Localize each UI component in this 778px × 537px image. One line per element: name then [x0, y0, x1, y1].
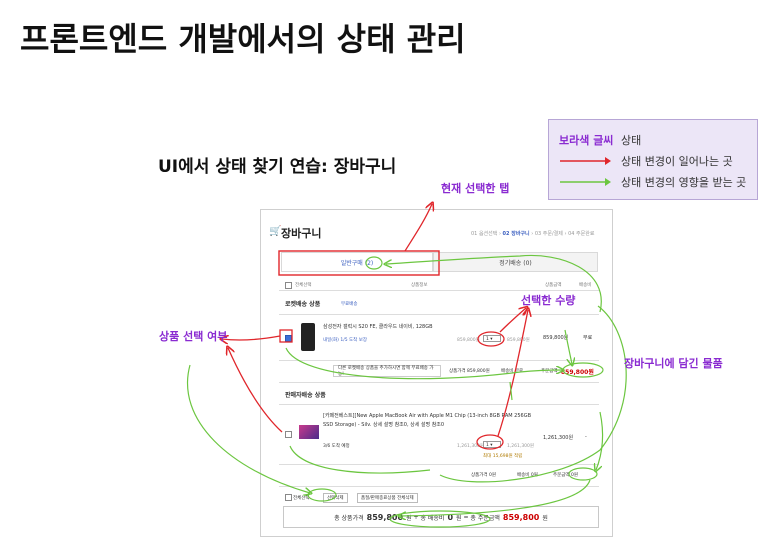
divider	[279, 314, 599, 315]
cart-steps: 01 옵션선택 › 02 장바구니 › 03 주문/결제 › 04 주문완료	[471, 231, 595, 237]
total-bar: 총 상품가격 859,800 원 + 총 배송비 0 원 = 총 주문금액 85…	[283, 506, 599, 528]
red-arrow-icon	[560, 157, 611, 165]
header-select-all: 전체선택	[295, 283, 312, 288]
item1-subtotal-small: 859,800원	[507, 338, 530, 343]
diagram-subtitle: UI에서 상태 찾기 연습: 장바구니	[158, 157, 397, 177]
item2-qty-value: 1	[486, 443, 489, 448]
divider	[279, 404, 599, 405]
note-selected-qty: 선택한 수량	[521, 294, 576, 307]
item2-orig-price: 1,261,300원	[457, 444, 485, 449]
step-3: 03 주문/결제	[534, 231, 563, 237]
won-unit: 원	[456, 514, 462, 522]
header-amount: 상품금액	[545, 283, 562, 288]
delete-selected-button[interactable]: 선택삭제	[323, 493, 348, 503]
rocket-order-total: 859,800원	[561, 369, 594, 376]
item1-delivery: 내일(화) 1/5 도착 보장	[323, 338, 368, 343]
item2-shipping: -	[585, 434, 587, 440]
select-all-checkbox-top[interactable]	[285, 282, 292, 289]
slide-title: 프론트엔드 개발에서의 상태 관리	[20, 20, 466, 58]
rocket-add-more-box[interactable]: 다른 로켓배송 상품을 추가하시면 함께 무료배송 가능!	[333, 365, 441, 377]
item2-qty-select[interactable]: 1 ▾	[483, 441, 501, 448]
seller-order-total: 주문금액 0원	[553, 473, 578, 478]
cart-title: 장바구니	[281, 227, 322, 240]
item1-name[interactable]: 삼성전자 갤럭시 S20 FE, 클라우드 네이비, 128GB	[323, 324, 433, 330]
header-product-info: 상품정보	[411, 283, 428, 288]
legend: 보라색 글씨 상태 상태 변경이 일어나는 곳 상태 변경의 영향을 받는 곳	[548, 119, 758, 200]
total-ship-label: 총 배송비	[420, 514, 445, 522]
note-cart-items: 장바구니에 담긴 물품	[624, 357, 723, 370]
step-4: 04 주문완료	[568, 231, 595, 237]
item2-checkbox[interactable]	[285, 431, 292, 438]
legend-affected-desc: 상태 변경의 영향을 받는 곳	[621, 176, 747, 189]
step-1: 01 옵션선택	[471, 231, 498, 237]
rocket-free-note: 무료배송	[341, 302, 358, 307]
item2-points: 최대 15,698원 적립	[483, 454, 523, 459]
total-order-value: 859,800	[502, 512, 540, 522]
divider	[279, 360, 599, 361]
item1-orig-price: 859,800원	[457, 338, 480, 343]
total-ship-value: 0	[447, 512, 454, 522]
select-all-checkbox-bottom[interactable]	[285, 494, 292, 501]
item1-price: 859,800원	[543, 335, 569, 341]
tab-general-purchase[interactable]: 일반구매 (2)	[281, 252, 433, 272]
divider	[279, 486, 599, 487]
cart-icon: 🛒	[269, 226, 282, 237]
won-unit: 원	[406, 514, 412, 522]
rocket-order-label: 주문금액	[541, 369, 558, 374]
note-current-tab: 현재 선택한 탭	[441, 182, 510, 195]
divider	[279, 464, 599, 465]
laptop-thumbnail	[299, 425, 319, 439]
step-2: 02 장바구니	[502, 231, 530, 237]
legend-row-change: 상태 변경이 일어나는 곳	[559, 153, 733, 169]
legend-row-affected: 상태 변경의 영향을 받는 곳	[559, 174, 746, 190]
delete-soldout-button[interactable]: 품절/판매종료상품 전체삭제	[357, 493, 418, 503]
rocket-goods-price: 상품가격 859,800원	[449, 369, 490, 374]
total-goods-label: 총 상품가격	[334, 514, 364, 522]
legend-state-desc: 상태	[621, 134, 642, 147]
legend-change-desc: 상태 변경이 일어나는 곳	[621, 155, 733, 168]
item1-qty-select[interactable]: 1 ▾	[483, 335, 501, 342]
item2-name[interactable]: [카페전베스트][New Apple MacBook Air with Appl…	[323, 413, 532, 428]
green-arrow-icon	[560, 178, 611, 186]
cart-screenshot: 🛒 장바구니 01 옵션선택 › 02 장바구니 › 03 주문/결제 › 04…	[260, 209, 613, 537]
total-order-label: 총 주문금액	[470, 514, 500, 522]
legend-purple-label: 보라색 글씨	[559, 134, 614, 147]
rocket-add-more-text: 다른 로켓배송 상품을 추가하시면 함께 무료배송 가능!	[338, 366, 434, 377]
tab-regular-delivery[interactable]: 정기배송 (0)	[433, 252, 598, 272]
section-rocket-title: 로켓배송 상품	[285, 301, 321, 308]
rocket-ship-fee: 배송비 무료	[501, 369, 524, 374]
phone-thumbnail	[301, 323, 315, 351]
item1-checkbox[interactable]	[285, 335, 292, 342]
legend-row-state: 보라색 글씨 상태	[559, 132, 641, 148]
item2-delivery: 3/6 도착 예정	[323, 444, 350, 449]
item2-subtotal-small: 1,261,300원	[507, 444, 535, 449]
bottom-select-all: 전체선택	[293, 496, 310, 501]
item1-shipping: 무료	[583, 335, 593, 341]
seller-ship-fee: 배송비 0원	[517, 473, 538, 478]
seller-goods-price: 상품가격 0원	[471, 473, 496, 478]
total-goods-value: 859,800	[366, 512, 404, 522]
divider	[279, 382, 599, 383]
section-seller-title: 판매자배송 상품	[285, 392, 326, 399]
header-shipping: 배송비	[579, 283, 592, 288]
item1-qty-value: 1	[486, 337, 489, 342]
note-product-selected: 상품 선택 여부	[159, 330, 228, 343]
divider	[279, 290, 599, 291]
won-unit: 원	[542, 514, 548, 522]
item2-price: 1,261,300원	[543, 435, 574, 441]
